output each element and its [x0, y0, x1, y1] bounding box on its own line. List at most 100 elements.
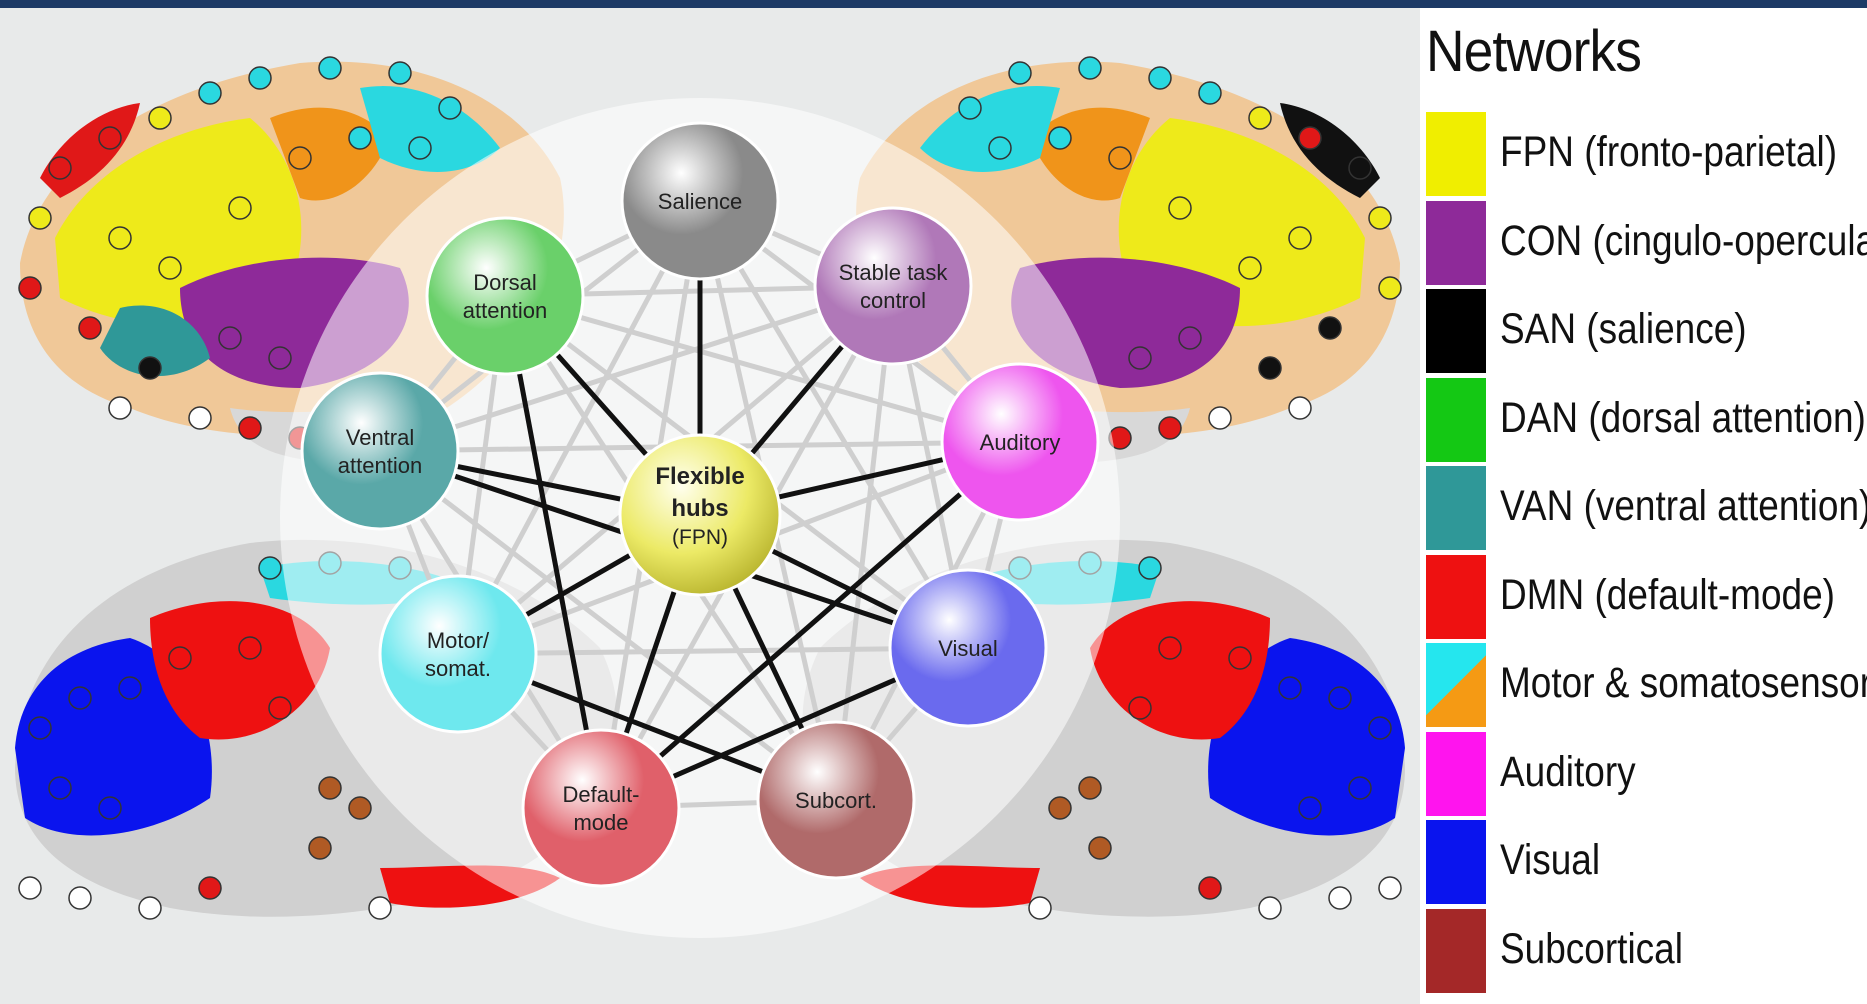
region-marker: [1318, 316, 1342, 340]
region-marker: [318, 56, 342, 80]
legend-label: Visual: [1500, 836, 1601, 884]
region-marker: [98, 126, 122, 150]
node-label: attention: [463, 298, 547, 323]
region-marker: [1108, 146, 1132, 170]
region-marker: [28, 206, 52, 230]
region-marker: [168, 646, 192, 670]
node-default-mode: Default-mode: [521, 728, 681, 888]
region-marker: [1378, 876, 1402, 900]
region-marker: [348, 126, 372, 150]
legend-swatch: [1426, 200, 1486, 285]
node-label: somat.: [425, 656, 491, 681]
region-marker: [1258, 356, 1282, 380]
region-marker: [1008, 61, 1032, 85]
legend-swatch: [1426, 731, 1486, 816]
region-marker: [268, 346, 292, 370]
region-marker: [28, 716, 52, 740]
region-marker: [238, 636, 262, 660]
region-marker: [1368, 716, 1392, 740]
node-circle: [940, 362, 1100, 522]
node-circle: [620, 121, 780, 281]
edge-light: [504, 293, 1021, 445]
region-marker: [118, 676, 142, 700]
region-marker: [1048, 796, 1072, 820]
hub-node: Flexible hubs (FPN): [618, 433, 782, 597]
region-marker: [1168, 196, 1192, 220]
legend-label: Subcortical: [1500, 924, 1683, 973]
region-marker: [1208, 406, 1232, 430]
region-marker: [158, 256, 182, 280]
region-marker: [408, 136, 432, 160]
legend-swatch: [1426, 377, 1486, 462]
node-label: Default-: [562, 782, 639, 807]
edge-light: [697, 199, 971, 650]
legend-item: CON (cingulo-opercular): [1426, 200, 1867, 289]
region-marker: [1128, 346, 1152, 370]
region-markers: [18, 56, 1402, 920]
region-marker: [108, 226, 132, 250]
region-marker: [68, 886, 92, 910]
legend-swatch: [1426, 908, 1486, 993]
region-marker: [1288, 226, 1312, 250]
legend-swatch: [1426, 554, 1486, 639]
region-marker: [318, 776, 342, 800]
region-marker: [108, 396, 132, 420]
region-marker: [1138, 556, 1162, 580]
region-marker: [958, 96, 982, 120]
legend-item: Motor & somatosensory: [1426, 643, 1867, 731]
node-circle: [300, 371, 460, 531]
node-label: Salience: [658, 189, 742, 214]
edge-bold: [599, 440, 1022, 810]
legend-item: SAN (salience): [1426, 289, 1866, 377]
legend-swatch: [1426, 289, 1486, 373]
region-marker: [1158, 636, 1182, 660]
edge-light: [378, 449, 838, 802]
region-marker: [1148, 66, 1172, 90]
legend-label: SAN (salience): [1500, 305, 1747, 353]
node-circle: [888, 568, 1048, 728]
region-marker: [48, 156, 72, 180]
legend-item: Visual: [1426, 820, 1866, 908]
region-marker: [18, 276, 42, 300]
node-circle: [378, 574, 538, 734]
node-label: Ventral: [346, 425, 415, 450]
legend-label: DMN (default-mode): [1500, 570, 1835, 619]
region-marker: [1258, 896, 1282, 920]
region-marker: [78, 316, 102, 340]
node-label: Auditory: [980, 430, 1061, 455]
region-marker: [438, 96, 462, 120]
region-marker: [368, 896, 392, 920]
node-salience: Salience: [620, 121, 780, 281]
legend-item: DAN (dorsal attention): [1426, 377, 1866, 466]
top-bar: [0, 0, 1867, 8]
region-marker: [68, 686, 92, 710]
legend-swatch: [1426, 820, 1486, 904]
region-marker: [268, 696, 292, 720]
node-label: mode: [573, 810, 628, 835]
edge-light: [457, 645, 969, 657]
node-circle: [521, 728, 681, 888]
node-label: attention: [338, 453, 422, 478]
region-marker: [1198, 81, 1222, 105]
legend-item: Subcortical: [1426, 908, 1866, 997]
legend-label: CON (cingulo-opercular): [1500, 216, 1867, 265]
legend-label: FPN (fronto-parietal): [1500, 128, 1838, 176]
region-marker: [1178, 326, 1202, 350]
region-marker: [1028, 896, 1052, 920]
region-marker: [1088, 836, 1112, 860]
region-marker: [1328, 886, 1352, 910]
region-marker: [138, 896, 162, 920]
region-marker: [1348, 776, 1372, 800]
node-visual: Visual: [888, 568, 1048, 728]
node-subcortical: Subcort.: [756, 720, 916, 880]
hub-label-line2: hubs: [671, 495, 728, 522]
region-marker: [198, 876, 222, 900]
legend-item: DMN (default-mode): [1426, 554, 1866, 643]
hub-circle: [618, 433, 782, 597]
region-marker: [48, 776, 72, 800]
region-marker: [198, 81, 222, 105]
